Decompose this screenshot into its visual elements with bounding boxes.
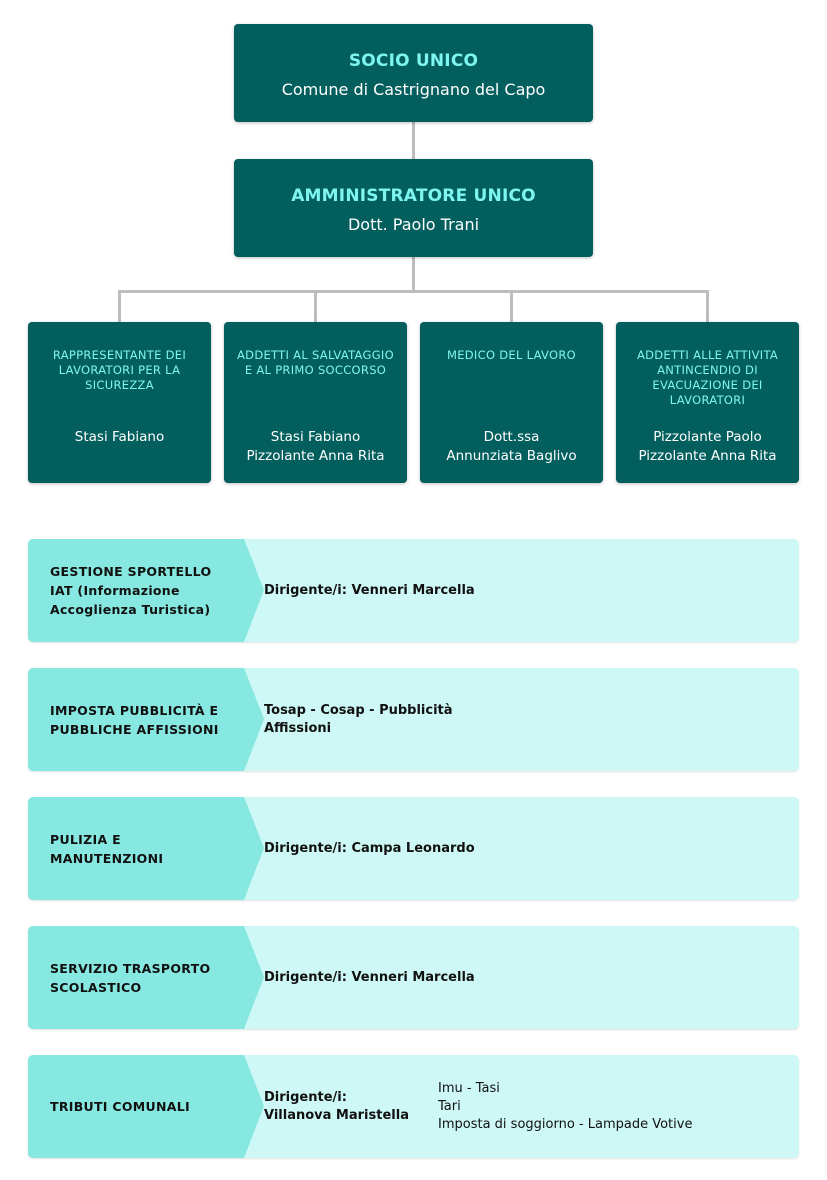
connector-horizontal: [118, 290, 709, 293]
role-name: Pizzolante Anna Rita: [638, 448, 777, 464]
role-title: ADDETTI AL SALVATAGGIO E AL PRIMO SOCCOR…: [237, 348, 394, 377]
arrow-shape: [28, 668, 264, 771]
role-title: MEDICO DEL LAVORO: [446, 348, 577, 362]
service-row-trasporto: SERVIZIO TRASPORTO SCOLASTICO Dirigente/…: [28, 926, 799, 1029]
service-name-line: IAT (Informazione: [50, 583, 180, 598]
role-name: Pizzolante Paolo: [653, 429, 762, 445]
service-name-line: TRIBUTI COMUNALI: [50, 1099, 190, 1114]
socio-unico-name: Comune di Castrignano del Capo: [281, 80, 546, 99]
arrow-shape: [28, 539, 264, 642]
role-names: Stasi Fabiano: [28, 428, 211, 447]
service-row-pulizia: PULIZIA E MANUTENZIONI Dirigente/i: Camp…: [28, 797, 799, 900]
service-detail-line: Tosap - Cosap - Pubblicità: [264, 702, 453, 718]
role-name: Dott.ssa: [483, 429, 540, 445]
service-detail-line: Villanova Maristella: [264, 1107, 409, 1123]
socio-unico-box: SOCIO UNICO Comune di Castrignano del Ca…: [234, 24, 593, 122]
service-name-line: PUBBLICHE AFFISSIONI: [50, 721, 219, 737]
service-row-pubblicita: IMPOSTA PUBBLICITÀ E PUBBLICHE AFFISSION…: [28, 668, 799, 771]
service-detail: Dirigente/i: Venneri Marcella: [264, 926, 475, 1029]
role-title: RAPPRESENTANTE DEI LAVORATORI PER LA SIC…: [52, 348, 187, 392]
service-detail-line: Affissioni: [264, 720, 332, 736]
arrow-shape: [28, 797, 264, 900]
service-detail-line: Dirigente/i: Campa Leonardo: [264, 840, 475, 856]
connector-drop-4: [706, 290, 709, 322]
service-row-tributi: TRIBUTI COMUNALI Dirigente/i: Villanova …: [28, 1055, 799, 1158]
role-name: Annunziata Baglivo: [446, 448, 577, 464]
role-box-primo-soccorso: ADDETTI AL SALVATAGGIO E AL PRIMO SOCCOR…: [224, 322, 407, 483]
connector-drop-1: [118, 290, 121, 322]
service-extra-line: Imu - Tasi: [438, 1080, 500, 1096]
amministratore-unico-name: Dott. Paolo Trani: [347, 215, 480, 234]
role-box-sicurezza: RAPPRESENTANTE DEI LAVORATORI PER LA SIC…: [28, 322, 211, 483]
role-name: Stasi Fabiano: [74, 429, 165, 445]
arrow-shape: [28, 926, 264, 1029]
role-names: Pizzolante Paolo Pizzolante Anna Rita: [616, 428, 799, 466]
role-names: Stasi Fabiano Pizzolante Anna Rita: [224, 428, 407, 466]
connector-admin-trunk: [412, 257, 415, 291]
service-name-line: SERVIZIO TRASPORTO: [50, 960, 211, 976]
service-name-block: IMPOSTA PUBBLICITÀ E PUBBLICHE AFFISSION…: [28, 668, 264, 771]
role-title: ADDETTI ALLE ATTIVITA ANTINCENDIO DI EVA…: [636, 348, 779, 407]
connector-drop-3: [510, 290, 513, 322]
service-detail-line: Dirigente/i: Venneri Marcella: [264, 969, 475, 985]
service-row-iat: GESTIONE SPORTELLO IAT (Informazione Acc…: [28, 539, 799, 642]
role-name: Pizzolante Anna Rita: [246, 448, 385, 464]
service-extra-line: Tari: [438, 1098, 461, 1114]
service-name-line: IMPOSTA PUBBLICITÀ E: [50, 702, 219, 718]
service-name-block: SERVIZIO TRASPORTO SCOLASTICO: [28, 926, 264, 1029]
role-box-medico: MEDICO DEL LAVORO Dott.ssa Annunziata Ba…: [420, 322, 603, 483]
service-name-line: SCOLASTICO: [50, 979, 142, 995]
service-name-line: Accoglienza Turistica): [50, 602, 211, 617]
service-detail: Dirigente/i: Campa Leonardo: [264, 797, 475, 900]
connector-socio-admin: [412, 122, 415, 159]
amministratore-unico-box: AMMINISTRATORE UNICO Dott. Paolo Trani: [234, 159, 593, 257]
service-name-block: GESTIONE SPORTELLO IAT (Informazione Acc…: [28, 539, 264, 642]
role-name: Stasi Fabiano: [270, 429, 361, 445]
service-detail: Tosap - Cosap - Pubblicità Affissioni: [264, 668, 453, 771]
service-name-block: TRIBUTI COMUNALI: [28, 1055, 264, 1158]
socio-unico-title: SOCIO UNICO: [348, 51, 479, 71]
service-detail: Dirigente/i: Venneri Marcella: [264, 539, 475, 642]
service-detail-line: Dirigente/i: Venneri Marcella: [264, 582, 475, 598]
service-name-line: PULIZIA E: [50, 831, 121, 847]
role-box-antincendio: ADDETTI ALLE ATTIVITA ANTINCENDIO DI EVA…: [616, 322, 799, 483]
arrow-shape: [28, 1055, 264, 1158]
service-detail-line: Dirigente/i:: [264, 1089, 347, 1105]
service-name-line: MANUTENZIONI: [50, 850, 164, 866]
service-name-line: GESTIONE SPORTELLO: [50, 564, 212, 579]
amministratore-unico-title: AMMINISTRATORE UNICO: [291, 186, 536, 206]
service-detail: Dirigente/i: Villanova Maristella: [264, 1055, 409, 1158]
service-name-block: PULIZIA E MANUTENZIONI: [28, 797, 264, 900]
service-extra: Imu - Tasi Tari Imposta di soggiorno - L…: [438, 1055, 692, 1158]
role-names: Dott.ssa Annunziata Baglivo: [420, 428, 603, 466]
service-extra-line: Imposta di soggiorno - Lampade Votive: [438, 1116, 693, 1132]
connector-drop-2: [314, 290, 317, 322]
